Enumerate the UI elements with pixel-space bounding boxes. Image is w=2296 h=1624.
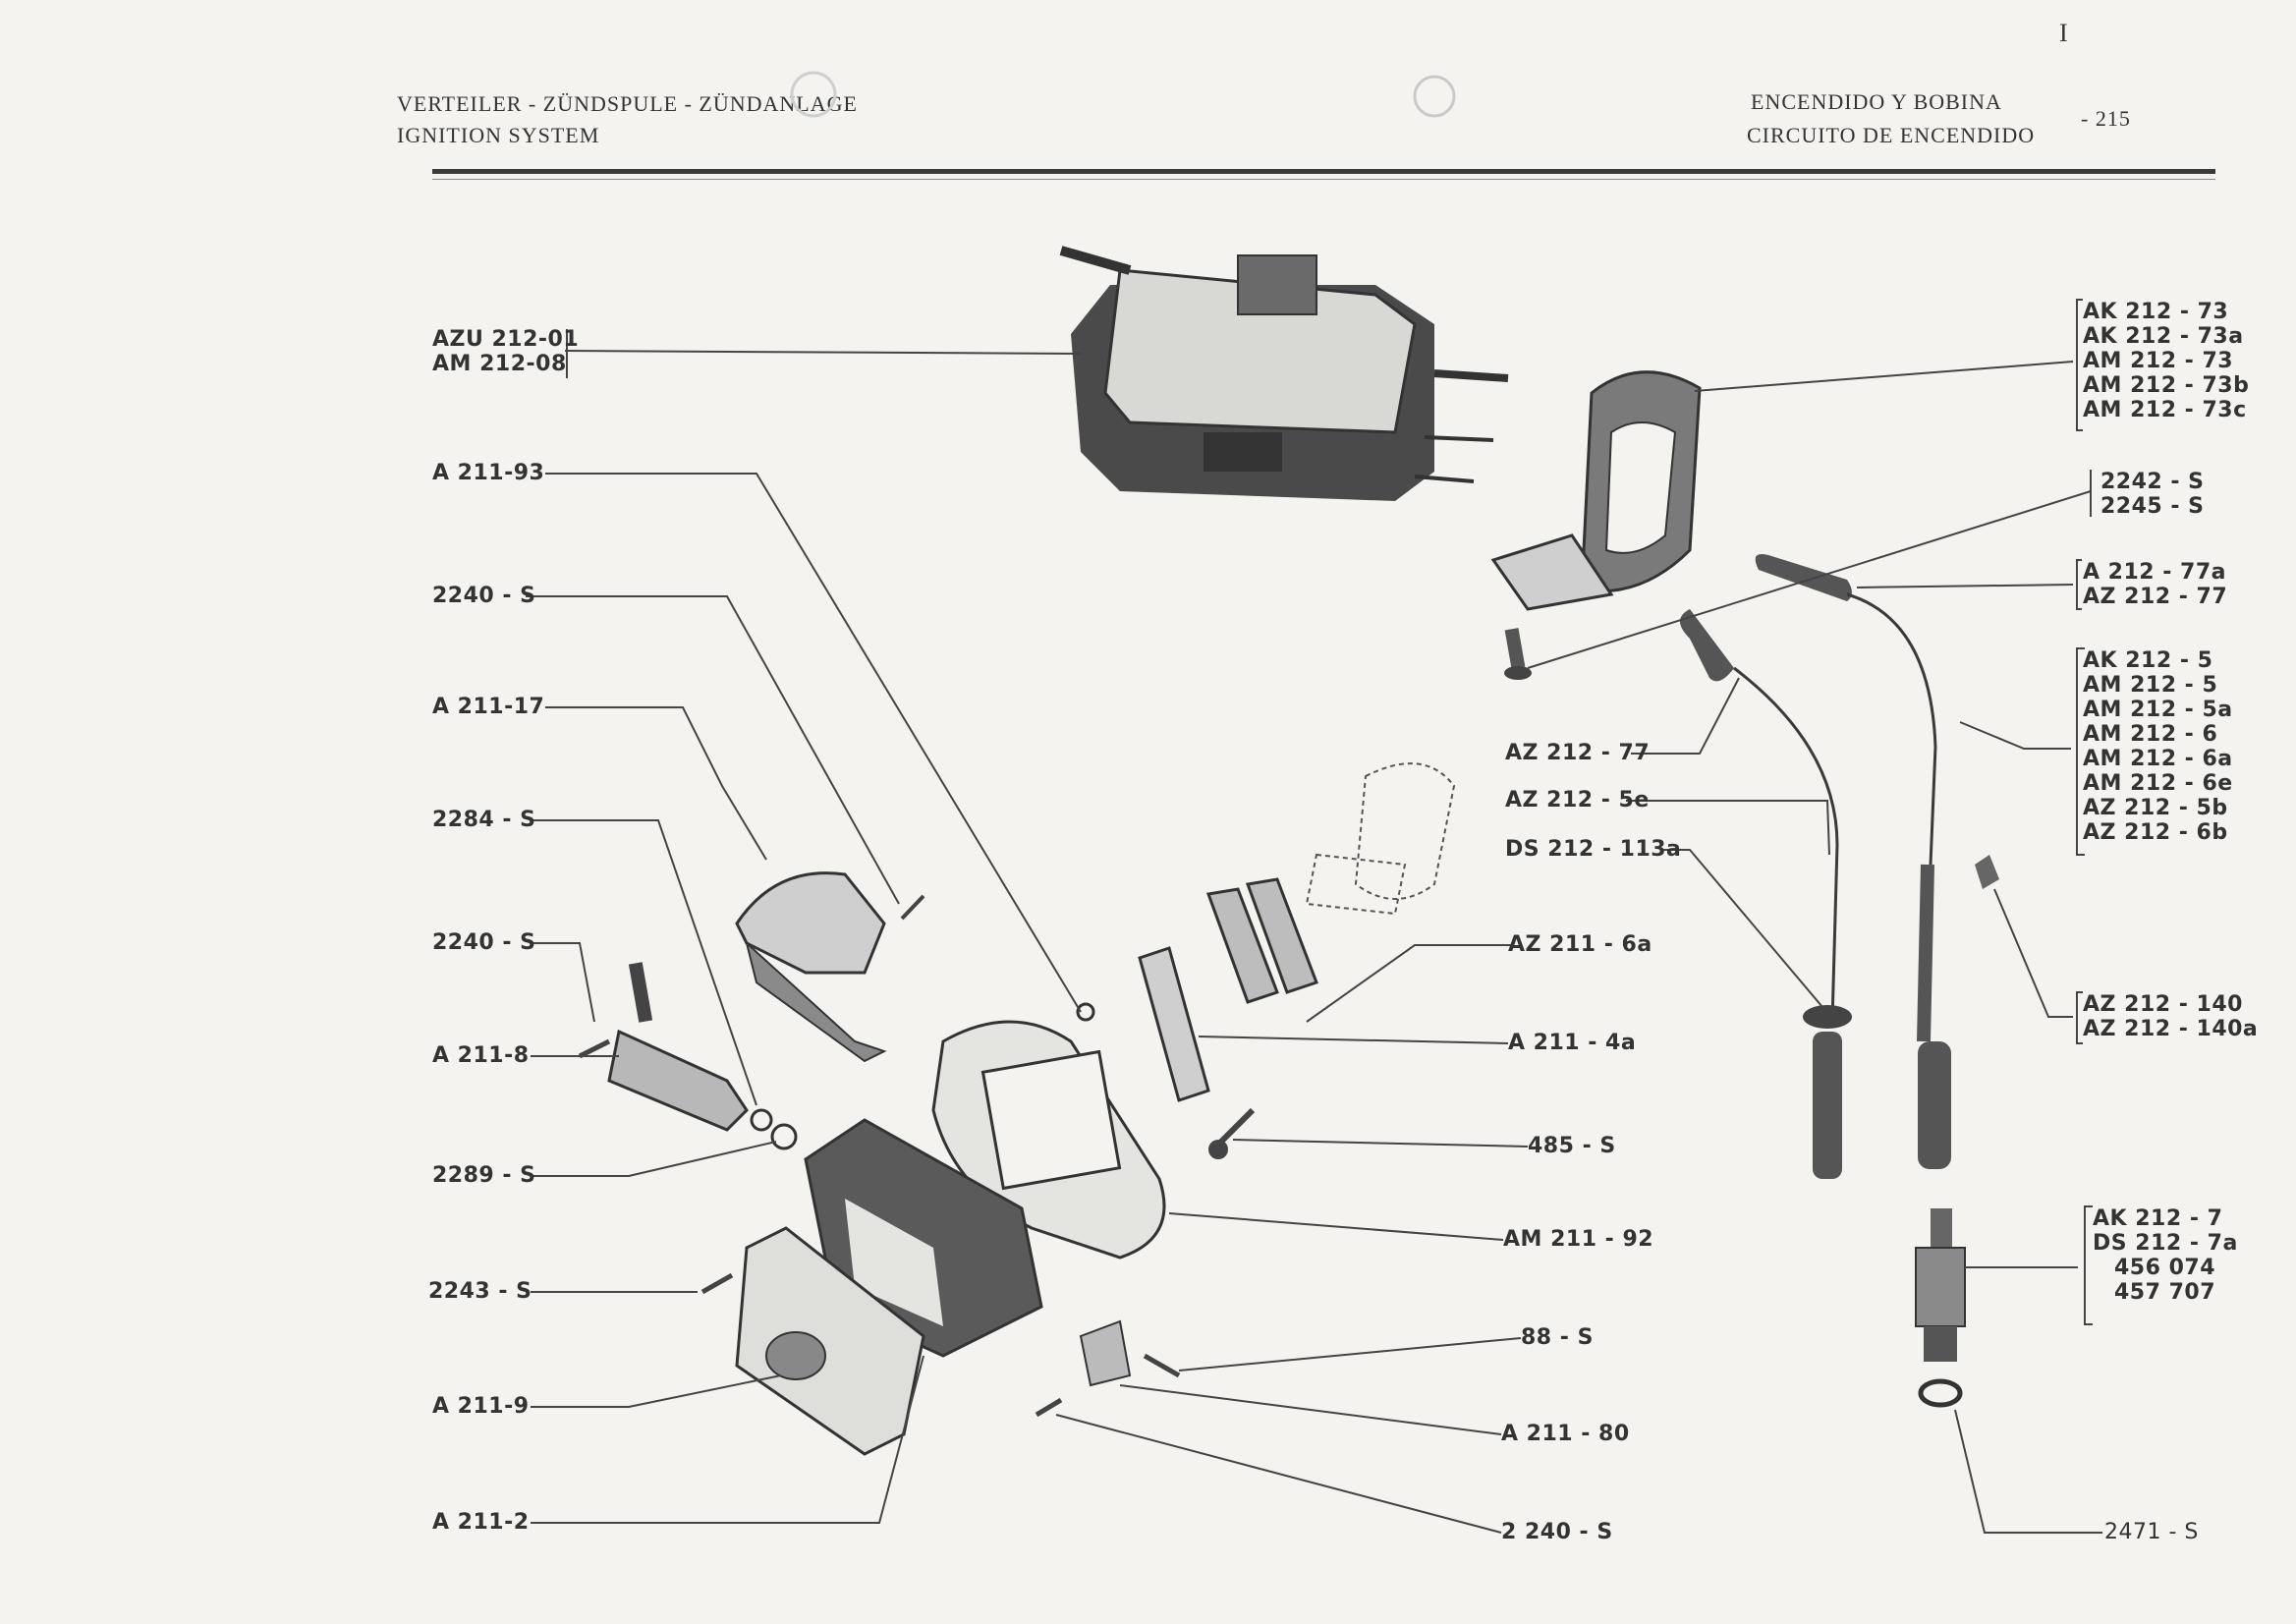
label-am212-73b: AM 212 - 73b [2083,373,2250,398]
label-am212-6: AM 212 - 6 [2083,722,2218,747]
label-group-clip: AZ 212 - 140 AZ 212 - 140a [2083,992,2258,1041]
label-ds212-7a: DS 212 - 7a [2093,1231,2238,1256]
header-right-line2: CIRCUITO DE ENCENDIDO [1747,123,2036,147]
header-left-line2: IGNITION SYSTEM [397,123,600,147]
label-am-212-08: AM 212-08 [432,352,567,376]
cover-plate [735,1226,925,1456]
label-2240-s-b: 2240 - S [432,930,536,955]
label-485-s: 485 - S [1528,1134,1616,1158]
label-group-plug: AK 212 - 7 DS 212 - 7a 456 074 457 707 [2093,1206,2238,1305]
label-a211-80: A 211 - 80 [1501,1422,1630,1446]
label-am212-5a: AM 212 - 5a [2083,698,2233,722]
contact-breaker [1138,877,1318,1102]
header-left-line1: VERTEILER - ZÜNDSPULE - ZÜNDANLAGE [397,91,858,116]
ignition-cables [1680,554,1951,1179]
label-ak212-73a: AK 212 - 73a [2083,324,2244,349]
label-am212-6a: AM 212 - 6a [2083,747,2233,771]
label-group-screws: 2242 - S 2245 - S [2100,470,2205,519]
label-a211-8: A 211-8 [432,1043,530,1068]
label-a211-9: A 211-9 [432,1394,530,1419]
label-az212-5e: AZ 212 - 5e [1505,788,1650,812]
label-2240-s-c: 2 240 - S [1501,1520,1613,1544]
punch-hole [1413,75,1456,118]
header-rule-thin [432,179,2215,180]
label-2289-s: 2289 - S [432,1163,536,1188]
spark-plug [1915,1208,1966,1362]
small-screws [578,894,1256,1418]
label-am212-6e: AM 212 - 6e [2083,771,2233,796]
label-am212-73c: AM 212 - 73c [2083,398,2247,422]
label-2242-s: 2242 - S [2100,470,2205,494]
vacuum-arm [735,871,887,1063]
label-a211-17: A 211-17 [432,695,545,719]
label-ak212-7: AK 212 - 7 [2093,1206,2223,1231]
punch-hole-left [790,71,837,118]
condenser [607,962,798,1150]
label-a211-93: A 211-93 [432,461,545,485]
label-azu-212-01: AZU 212-01 [432,327,580,352]
label-az212-5b: AZ 212 - 5b [2083,796,2228,820]
label-group-coil: AZU 212-01 AM 212-08 [432,327,579,376]
header-rule [432,169,2215,174]
label-group-cables: AK 212 - 5 AM 212 - 5 AM 212 - 5a AM 212… [2083,648,2233,845]
label-456-074: 456 074 [2114,1256,2216,1280]
label-az211-6a: AZ 211 - 6a [1508,932,1652,957]
ignition-coil [1059,246,1509,501]
leader-lines [526,350,2102,1534]
label-az212-6b: AZ 212 - 6b [2083,820,2228,845]
label-ak212-5: AK 212 - 5 [2083,648,2213,673]
spark-plug-washer [1918,1378,1963,1408]
label-a211-4a: A 211 - 4a [1508,1031,1637,1055]
label-am211-92: AM 211 - 92 [1503,1227,1654,1252]
distributor-rotor [1305,762,1456,916]
bracket-bolt [1504,628,1532,680]
label-az212-140: AZ 212 - 140 [2083,992,2243,1017]
label-az212-140a: AZ 212 - 140a [2083,1017,2259,1041]
label-am212-5: AM 212 - 5 [2083,673,2218,698]
page-number: - 215 [2081,106,2131,131]
label-88-s: 88 - S [1521,1325,1594,1350]
label-az212-77-right: AZ 212 - 77 [2083,585,2228,609]
label-ds212-113a: DS 212 - 113a [1505,837,1682,862]
label-2284-s: 2284 - S [432,808,536,832]
label-brackets [566,299,2093,1325]
label-a211-2: A 211-2 [432,1510,530,1535]
coil-bracket [1490,370,1702,611]
label-457-707: 457 707 [2114,1280,2216,1305]
label-am212-73: AM 212 - 73 [2083,349,2234,373]
label-a212-77a: A 212 - 77a [2083,560,2227,585]
cable-clip [1975,855,1999,889]
label-2243-s: 2243 - S [428,1279,532,1304]
label-ak212-73: AK 212 - 73 [2083,300,2229,324]
label-2471-s: 2471 - S [2104,1520,2199,1544]
label-az212-77: AZ 212 - 77 [1505,741,1651,765]
label-group-bracket: AK 212 - 73 AK 212 - 73a AM 212 - 73 AM … [2083,300,2249,422]
corner-mark: I [2059,19,2069,47]
label-2245-s: 2245 - S [2100,494,2205,519]
header-right-line1: ENCENDIDO Y BOBINA [1751,89,2002,114]
label-group-caps: A 212 - 77a AZ 212 - 77 [2083,560,2227,609]
label-2240-s-a: 2240 - S [432,584,536,608]
